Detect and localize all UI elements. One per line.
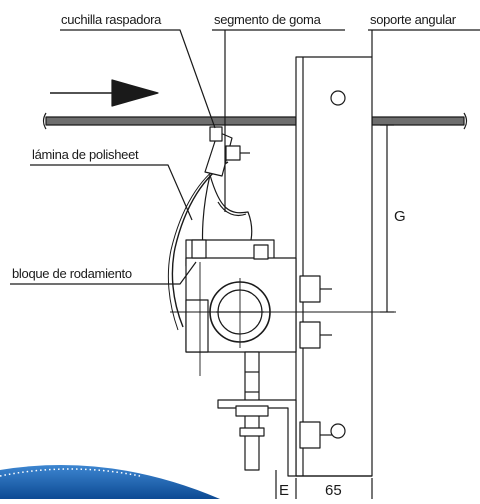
label-rubber-segment: segmento de goma (214, 12, 321, 27)
leader-polisheet (30, 164, 193, 221)
bearing-block-side-plate (185, 299, 209, 353)
belt-break-left (42, 112, 47, 130)
mount-bolt-bottom (299, 421, 321, 449)
leader-bearing-block (10, 261, 197, 285)
mount-bolt-upper (299, 275, 321, 303)
mount-bolt-lower (299, 321, 321, 349)
scraper-blade-tip (209, 126, 223, 142)
conveyor-belt-right (371, 116, 465, 126)
slot-hole-bottom (330, 423, 346, 439)
blade-clamp-bolt (225, 145, 241, 161)
leader-scraper-blade (60, 29, 216, 129)
belt-break-right (463, 112, 468, 130)
conveyor-belt-left (45, 116, 297, 126)
bottom-angle-support (217, 399, 297, 477)
dimension-e-label: E (279, 482, 290, 499)
dimension-g-label: G (394, 208, 406, 225)
label-bearing-block: bloque de rodamiento (12, 266, 132, 281)
decorative-wave (0, 465, 220, 499)
label-scraper-blade: cuchilla raspadora (61, 12, 162, 27)
label-polisheet: lámina de polisheet (32, 147, 139, 162)
belt-direction-arrowhead (111, 79, 159, 107)
angle-bracket-plate (295, 56, 373, 477)
slot-hole-top (330, 90, 346, 106)
dimension-65-label: 65 (325, 482, 342, 499)
label-angle-bracket: soporte angular (370, 12, 456, 27)
